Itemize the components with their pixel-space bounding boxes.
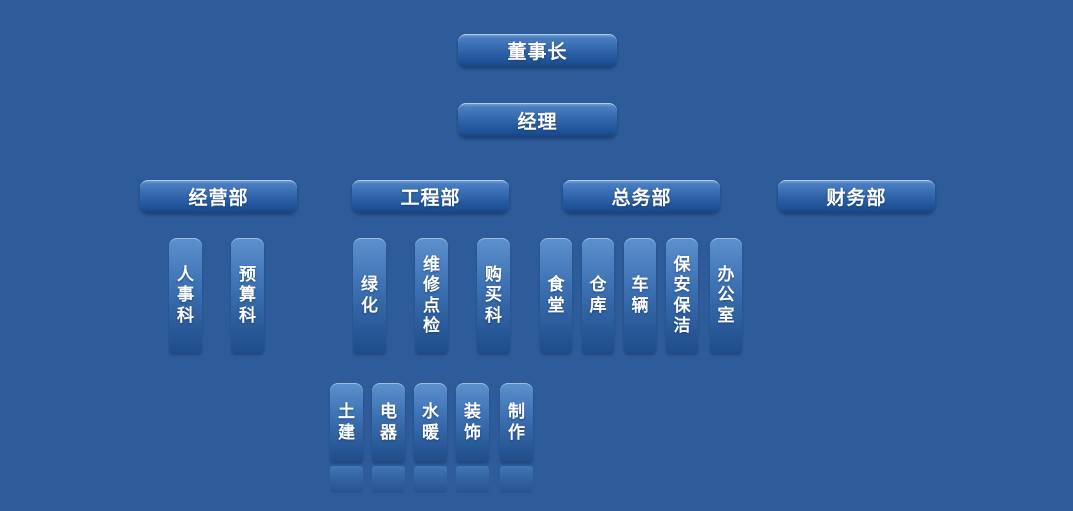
- node-electrical[interactable]: 电器: [372, 383, 405, 462]
- node-civil-construction-label: 土建: [338, 402, 355, 442]
- node-chairman[interactable]: 董事长: [458, 34, 617, 67]
- node-greening[interactable]: 绿化: [353, 238, 386, 353]
- node-manager-label: 经理: [517, 111, 558, 133]
- node-personnel-section[interactable]: 人事科: [169, 238, 202, 353]
- node-budget-section-label: 预算科: [239, 264, 256, 325]
- node-chairman-label: 董事长: [507, 42, 568, 63]
- node-maintenance-inspection-label: 维修点检: [423, 254, 440, 335]
- node-warehouse[interactable]: 仓库: [582, 238, 614, 353]
- reflection-stub: [456, 466, 489, 493]
- node-fabrication[interactable]: 制作: [500, 383, 533, 462]
- node-dept-operations-label: 经营部: [188, 188, 249, 209]
- node-dept-general-affairs[interactable]: 总务部: [563, 180, 720, 213]
- node-manager[interactable]: 经理: [458, 103, 617, 137]
- node-budget-section[interactable]: 预算科: [231, 238, 264, 353]
- node-vehicles-label: 车辆: [631, 275, 649, 315]
- node-vehicles[interactable]: 车辆: [624, 238, 656, 353]
- node-security-cleaning-label: 保安保洁: [673, 254, 691, 335]
- reflection-stub: [414, 466, 447, 493]
- node-plumbing-heating[interactable]: 水暖: [414, 383, 447, 462]
- node-purchasing-section[interactable]: 购买科: [477, 238, 510, 353]
- node-canteen[interactable]: 食堂: [540, 238, 572, 353]
- node-plumbing-heating-label: 水暖: [422, 402, 439, 442]
- node-dept-engineering[interactable]: 工程部: [352, 180, 509, 213]
- node-personnel-section-label: 人事科: [177, 264, 194, 325]
- node-office[interactable]: 办公室: [710, 238, 742, 353]
- node-electrical-label: 电器: [380, 402, 397, 442]
- reflection-stub: [372, 466, 405, 493]
- node-maintenance-inspection[interactable]: 维修点检: [415, 238, 448, 353]
- node-purchasing-section-label: 购买科: [485, 264, 502, 325]
- node-greening-label: 绿化: [361, 275, 378, 315]
- node-decoration[interactable]: 装饰: [456, 383, 489, 462]
- node-office-label: 办公室: [717, 264, 735, 325]
- node-canteen-label: 食堂: [547, 275, 565, 315]
- reflection-stub: [500, 466, 533, 493]
- node-fabrication-label: 制作: [508, 402, 525, 442]
- node-dept-finance[interactable]: 财务部: [778, 180, 935, 213]
- node-warehouse-label: 仓库: [589, 275, 607, 315]
- node-dept-engineering-label: 工程部: [400, 188, 461, 209]
- reflection-stub: [330, 466, 363, 493]
- node-security-cleaning[interactable]: 保安保洁: [666, 238, 698, 353]
- node-decoration-label: 装饰: [464, 402, 481, 442]
- node-dept-general-affairs-label: 总务部: [611, 188, 672, 209]
- node-civil-construction[interactable]: 土建: [330, 383, 363, 462]
- node-dept-operations[interactable]: 经营部: [140, 180, 297, 213]
- node-dept-finance-label: 财务部: [826, 188, 887, 209]
